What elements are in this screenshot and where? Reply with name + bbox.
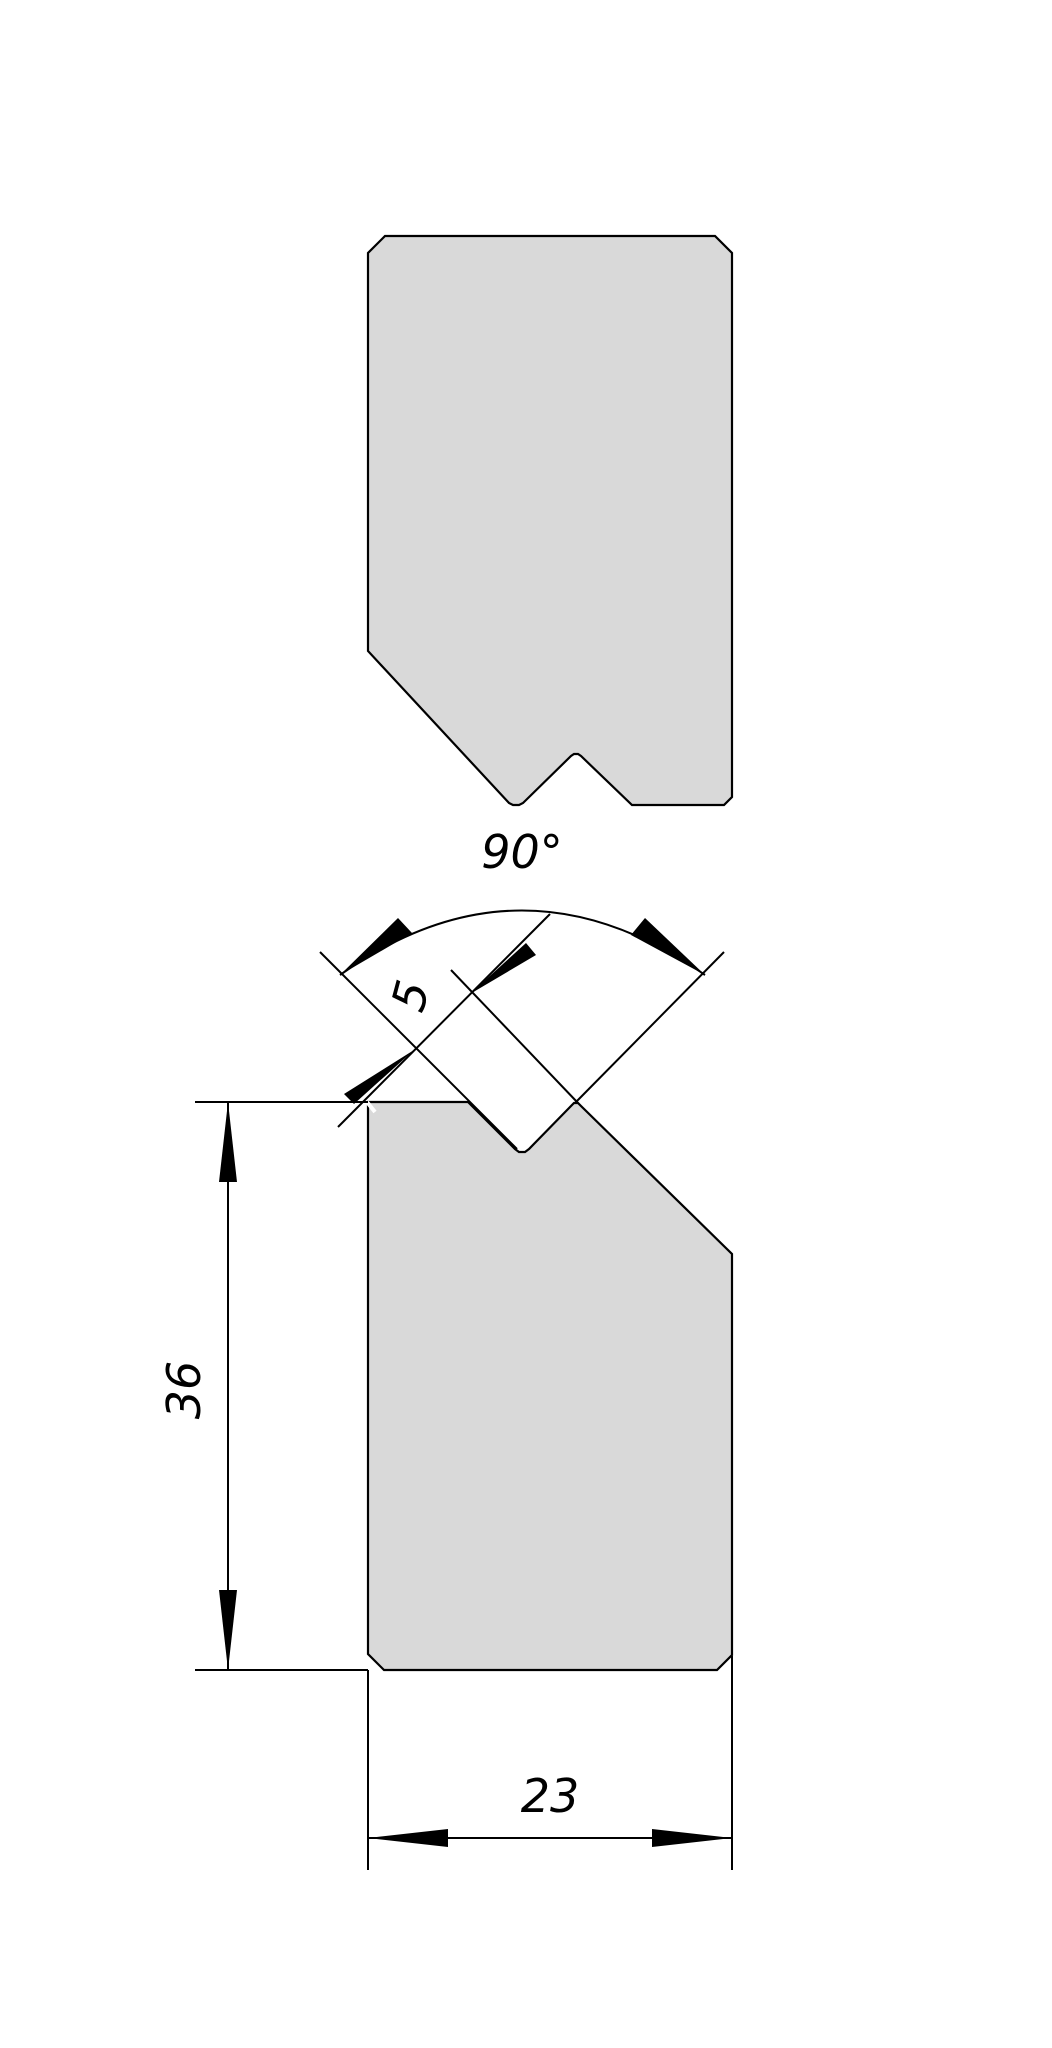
width-arrow-left — [368, 1829, 448, 1847]
angle-arrow-right — [631, 918, 705, 975]
width-dimension-label: 23 — [521, 1769, 580, 1823]
upper-tool-profile — [366, 234, 734, 807]
height-dimension — [195, 1101, 368, 1671]
angle-arrow-left — [340, 918, 412, 975]
width-arrow-right — [652, 1829, 732, 1847]
offset-arrow-lower — [344, 1050, 414, 1104]
height-arrow-bottom — [219, 1590, 237, 1670]
angle-dimension-label: 90° — [481, 825, 563, 879]
offset-dimension-label: 5 — [381, 975, 441, 1017]
offset-dimension-line — [337, 913, 551, 1128]
die-corner-gap — [365, 1100, 377, 1114]
lower-tool-profile — [366, 1100, 734, 1672]
height-arrow-top — [219, 1102, 237, 1182]
height-dimension-label: 36 — [157, 1361, 211, 1420]
angle-dimension: 90° — [339, 825, 706, 976]
offset-arrow-upper — [470, 943, 536, 994]
width-dimension — [367, 1656, 733, 1870]
